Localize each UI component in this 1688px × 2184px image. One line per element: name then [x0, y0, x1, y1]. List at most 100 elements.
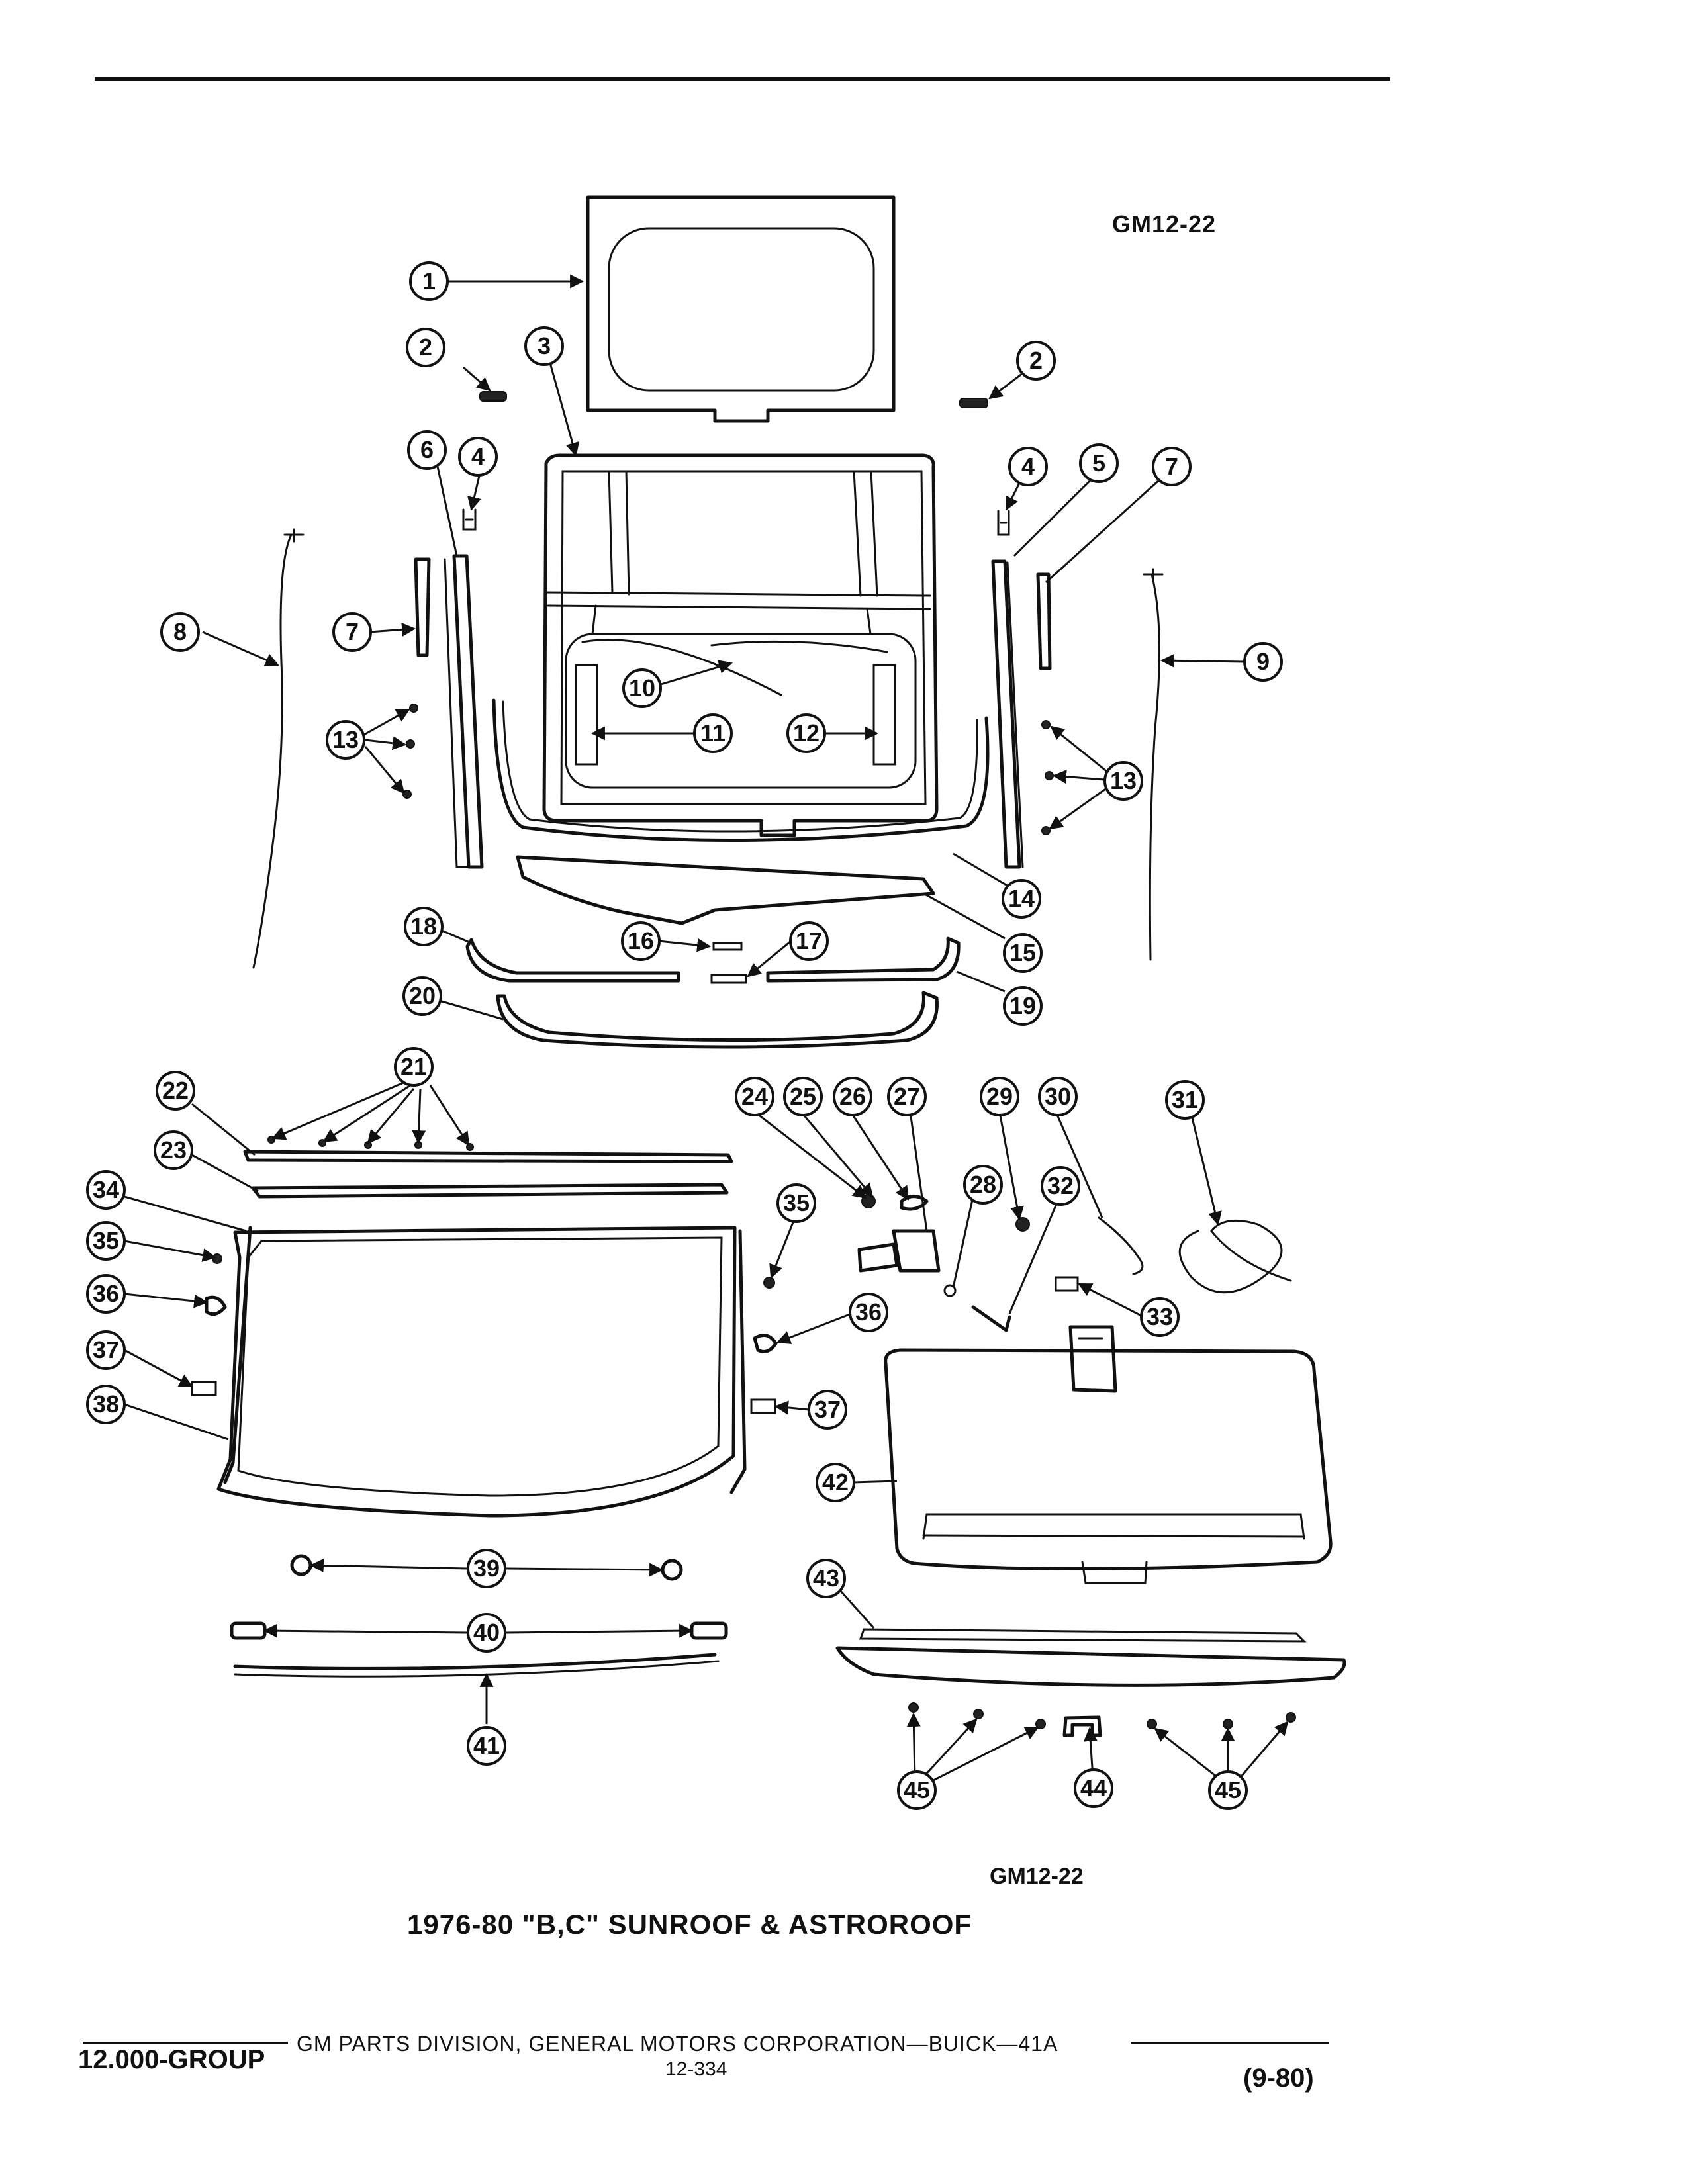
leader-lines — [124, 274, 1289, 1788]
callout-label: 9 — [1256, 648, 1270, 675]
callout-label: 37 — [814, 1396, 841, 1423]
footer-page-number: 12-334 — [665, 2058, 727, 2080]
callout-label: 20 — [409, 982, 436, 1009]
callout-23: 23 — [154, 1130, 193, 1170]
part-screws-45 — [908, 1702, 1296, 1729]
part-shade-trim — [835, 1628, 1346, 1687]
callout-label: 2 — [1029, 347, 1043, 374]
footer-date: (9-80) — [1243, 2064, 1314, 2093]
callout-label: 34 — [93, 1176, 119, 1203]
part-lower-glass — [216, 1226, 747, 1518]
part-clip-right — [997, 510, 1010, 536]
callout-label: 42 — [822, 1469, 849, 1496]
callout-label: 13 — [1110, 767, 1137, 794]
callout-43: 43 — [806, 1559, 846, 1598]
callout-3: 3 — [524, 326, 564, 366]
callout-25: 25 — [783, 1077, 823, 1116]
part-molding — [496, 991, 939, 1049]
callout-37: 37 — [808, 1390, 847, 1430]
callout-38: 38 — [86, 1385, 126, 1424]
callout-36: 36 — [86, 1274, 126, 1314]
part-screws-left — [402, 704, 418, 799]
callout-label: 37 — [93, 1336, 119, 1363]
callout-label: 25 — [790, 1083, 816, 1110]
callout-34: 34 — [86, 1170, 126, 1210]
callout-18: 18 — [404, 907, 444, 946]
callout-label: 24 — [741, 1083, 768, 1110]
callout-9: 9 — [1243, 642, 1283, 682]
part-glass-panel — [586, 195, 896, 423]
part-screw-right — [959, 398, 988, 408]
callout-label: 1 — [422, 267, 436, 295]
part-bumper-36-right — [753, 1334, 778, 1353]
callout-label: 32 — [1047, 1172, 1074, 1199]
figure-title: 1976-80 "B,C" SUNROOF & ASTROROOF — [407, 1909, 972, 1940]
callout-29: 29 — [980, 1077, 1019, 1116]
part-seal — [492, 698, 990, 842]
part-cable-right — [1143, 568, 1164, 961]
callout-31: 31 — [1165, 1080, 1205, 1120]
callout-label: 16 — [628, 927, 654, 954]
callout-32: 32 — [1041, 1166, 1080, 1206]
part-strip-41 — [233, 1653, 720, 1678]
callout-22: 22 — [156, 1071, 195, 1111]
callout-13: 13 — [326, 720, 365, 760]
callout-35: 35 — [86, 1221, 126, 1261]
callout-label: 14 — [1008, 885, 1035, 912]
callout-label: 36 — [93, 1280, 119, 1307]
callout-24: 24 — [735, 1077, 774, 1116]
figure-code-bottom: GM12-22 — [990, 1864, 1084, 1889]
footer-rule-right — [1131, 2042, 1329, 2044]
callout-36: 36 — [849, 1293, 888, 1332]
callout-label: 33 — [1147, 1303, 1173, 1330]
callout-label: 44 — [1080, 1774, 1107, 1801]
callout-label: 7 — [1165, 453, 1178, 480]
callout-label: 29 — [986, 1083, 1013, 1110]
callout-label: 4 — [471, 443, 485, 470]
part-trim-right — [766, 936, 961, 983]
callout-21: 21 — [394, 1047, 434, 1087]
callout-39: 39 — [467, 1549, 506, 1588]
part-rail-left — [444, 554, 484, 869]
part-guide-right — [1036, 572, 1052, 670]
callout-13: 13 — [1103, 761, 1143, 801]
part-rail-right — [991, 559, 1024, 869]
part-bumper-36-left — [205, 1295, 227, 1316]
callout-label: 5 — [1092, 449, 1105, 477]
footer-organization: GM PARTS DIVISION, GENERAL MOTORS CORPOR… — [297, 2032, 1058, 2056]
header-rule — [95, 77, 1390, 81]
callout-label: 22 — [162, 1077, 189, 1104]
part-screw-left — [479, 391, 507, 402]
part-fastener-35-left — [212, 1253, 222, 1264]
part-fastener-35-right — [763, 1277, 775, 1289]
part-insert-17 — [710, 974, 747, 984]
callout-11: 11 — [693, 713, 733, 753]
callout-8: 8 — [160, 612, 200, 652]
callout-label: 23 — [160, 1136, 187, 1163]
callout-7: 7 — [1152, 447, 1192, 486]
callout-1: 1 — [409, 261, 449, 301]
callout-30: 30 — [1038, 1077, 1078, 1116]
callout-5: 5 — [1079, 443, 1119, 483]
figure-code-top: GM12-22 — [1112, 210, 1217, 238]
part-header-molding — [251, 1183, 729, 1199]
callout-label: 10 — [629, 674, 655, 702]
part-clip-37-right — [750, 1398, 776, 1414]
callout-label: 35 — [783, 1189, 810, 1216]
callout-label: 40 — [473, 1619, 500, 1646]
callout-44: 44 — [1074, 1768, 1113, 1808]
callout-16: 16 — [621, 921, 661, 961]
callout-27: 27 — [887, 1077, 927, 1116]
callout-label: 39 — [473, 1555, 500, 1582]
callout-2: 2 — [406, 328, 445, 367]
footer-group: 12.000-GROUP — [78, 2045, 265, 2074]
part-clip-left — [462, 508, 477, 531]
callout-33: 33 — [1140, 1297, 1180, 1337]
callout-label: 30 — [1045, 1083, 1071, 1110]
callout-label: 18 — [410, 913, 437, 940]
callout-37: 37 — [86, 1330, 126, 1370]
callout-label: 45 — [1215, 1776, 1241, 1803]
callout-label: 31 — [1172, 1086, 1198, 1113]
callout-15: 15 — [1003, 933, 1043, 973]
callout-label: 36 — [855, 1298, 882, 1326]
